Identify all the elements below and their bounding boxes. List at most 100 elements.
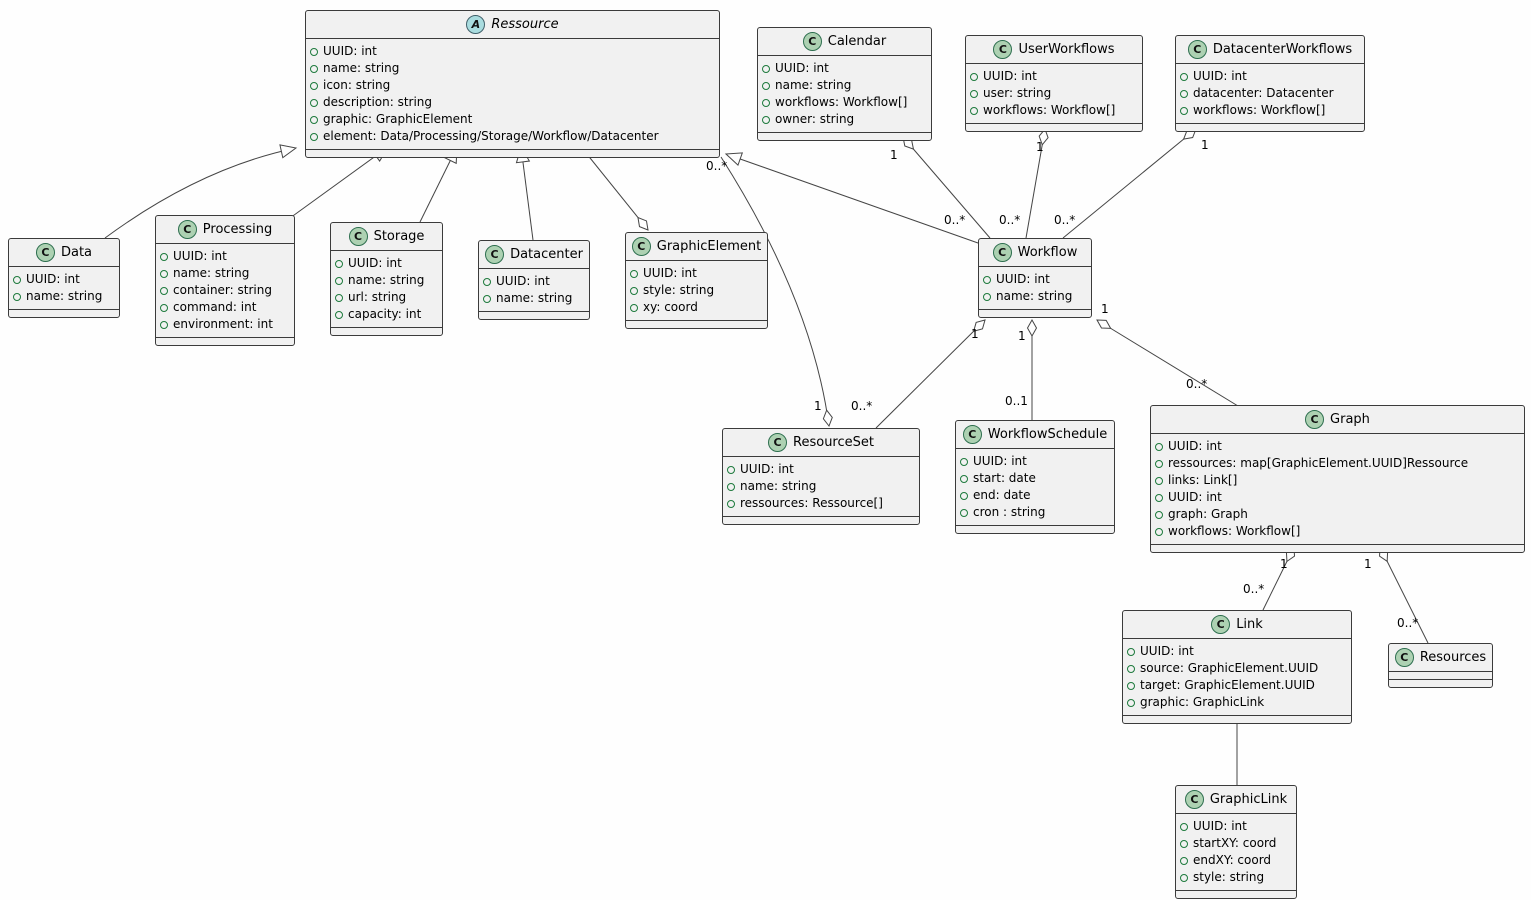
class-badge-icon: C	[1211, 615, 1231, 634]
class-badge-icon: C	[1394, 648, 1414, 667]
class-storage-header: C Storage	[331, 223, 442, 251]
relationship-line aggregation-workflow-datacenterworkflows	[1062, 128, 1197, 239]
attribute: graphic: GraphicLink	[1127, 694, 1345, 711]
attribute: name: string	[483, 290, 583, 307]
field-visibility-icon	[310, 132, 318, 141]
class-name: Storage	[373, 229, 425, 244]
attribute: workflows: Workflow[]	[1155, 523, 1518, 540]
attribute: UUID: int	[335, 255, 436, 272]
relationship-line generalization-data-ressource	[104, 147, 297, 239]
class-name: Processing	[202, 222, 273, 237]
class-graphicelement-header: C GraphicElement	[626, 233, 767, 261]
class-resources-header: C Resources	[1389, 644, 1492, 672]
field-visibility-icon	[727, 499, 735, 508]
field-visibility-icon	[630, 269, 638, 278]
attribute: graph: Graph	[1155, 506, 1518, 523]
multiplicity-label: 1	[1018, 329, 1026, 343]
attribute: name: string	[983, 288, 1085, 305]
field-visibility-icon	[960, 508, 968, 517]
class-name: Ressource	[491, 17, 559, 32]
attribute: element: Data/Processing/Storage/Workflo…	[310, 128, 713, 145]
attribute: style: string	[630, 282, 761, 299]
field-visibility-icon	[335, 259, 343, 268]
methods-compartment	[1176, 124, 1364, 131]
field-visibility-icon	[1180, 72, 1188, 81]
attribute: UUID: int	[1180, 818, 1290, 835]
attribute: workflows: Workflow[]	[1180, 102, 1358, 119]
class-name: Data	[60, 245, 93, 260]
field-visibility-icon	[1127, 664, 1135, 673]
class-name: Resources	[1419, 650, 1487, 665]
attribute: name: string	[335, 272, 436, 289]
class-name: Workflow	[1017, 245, 1078, 260]
methods-compartment	[331, 328, 442, 335]
multiplicity-label: 1	[1201, 138, 1209, 152]
field-visibility-icon	[310, 81, 318, 90]
methods-compartment	[1123, 716, 1351, 723]
attribute: name: string	[310, 60, 713, 77]
class-userworkflows: C UserWorkflows UUID: int user: string w…	[965, 35, 1143, 132]
class-name: DatacenterWorkflows	[1212, 42, 1353, 57]
relationship-line aggregation-resources-graph	[1379, 546, 1429, 644]
class-badge-icon: C	[348, 227, 368, 246]
field-visibility-icon	[960, 457, 968, 466]
attribute: cron : string	[960, 504, 1108, 521]
aggregation-diamond-icon	[1026, 318, 1038, 338]
class-name: Graph	[1330, 412, 1370, 427]
relationship-line aggregation-workflow-calendar	[902, 136, 991, 239]
class-datacenter: C Datacenter UUID: int name: string	[478, 240, 590, 320]
field-visibility-icon	[1180, 856, 1188, 865]
field-visibility-icon	[1180, 89, 1188, 98]
field-visibility-icon	[727, 482, 735, 491]
class-data-header: C Data	[9, 239, 119, 267]
methods-compartment	[479, 312, 589, 319]
aggregation-diamond-icon	[637, 216, 649, 231]
class-calendar: C Calendar UUID: int name: string workfl…	[757, 27, 932, 141]
attribute: source: GraphicElement.UUID	[1127, 660, 1345, 677]
class-badge-icon: C	[485, 245, 505, 264]
class-calendar-header: C Calendar	[758, 28, 931, 56]
attribute: style: string	[1180, 869, 1290, 886]
attribute: name: string	[762, 77, 925, 94]
class-storage: C Storage UUID: int name: string url: st…	[330, 222, 443, 336]
attribute: workflows: Workflow[]	[762, 94, 925, 111]
attribute: graphic: GraphicElement	[310, 111, 713, 128]
field-visibility-icon	[970, 106, 978, 115]
class-name: Calendar	[827, 34, 887, 49]
attribute: start: date	[960, 470, 1108, 487]
class-badge-icon: C	[1184, 790, 1204, 809]
attribute: UUID: int	[970, 68, 1136, 85]
multiplicity-label: 0..*	[1054, 213, 1076, 227]
attribute: name: string	[727, 478, 913, 495]
class-data: C Data UUID: int name: string	[8, 238, 120, 318]
methods-compartment	[1176, 891, 1296, 898]
attribute: UUID: int	[1155, 489, 1518, 506]
methods-compartment	[979, 310, 1091, 317]
field-visibility-icon	[160, 269, 168, 278]
field-visibility-icon	[310, 98, 318, 107]
relationship-line aggregation-workflow-userworkflows	[1025, 128, 1046, 239]
multiplicity-label: 1	[1101, 302, 1109, 316]
relationship-line generalization-datacenter-ressource	[520, 146, 534, 241]
multiplicity-label: 0..*	[1186, 377, 1208, 391]
attribute: url: string	[335, 289, 436, 306]
attribute: environment: int	[160, 316, 288, 333]
class-resourceset-header: C ResourceSet	[723, 429, 919, 457]
attribute: UUID: int	[1180, 68, 1358, 85]
field-visibility-icon	[960, 491, 968, 500]
class-badge-icon: C	[1187, 40, 1207, 59]
class-datacenter-header: C Datacenter	[479, 241, 589, 269]
multiplicity-label: 1	[890, 148, 898, 162]
class-ressource-header: A Ressource	[306, 11, 719, 39]
attribute: container: string	[160, 282, 288, 299]
class-workflowschedule: C WorkflowSchedule UUID: int start: date…	[955, 420, 1115, 534]
attribute: UUID: int	[1155, 438, 1518, 455]
field-visibility-icon	[1155, 493, 1163, 502]
attribute: ressources: Ressource[]	[727, 495, 913, 512]
aggregation-diamond-icon	[822, 409, 833, 428]
field-visibility-icon	[310, 47, 318, 56]
methods-compartment	[626, 321, 767, 328]
class-processing: C Processing UUID: int name: string cont…	[155, 215, 295, 346]
field-visibility-icon	[335, 310, 343, 319]
class-badge-icon: C	[631, 237, 651, 256]
